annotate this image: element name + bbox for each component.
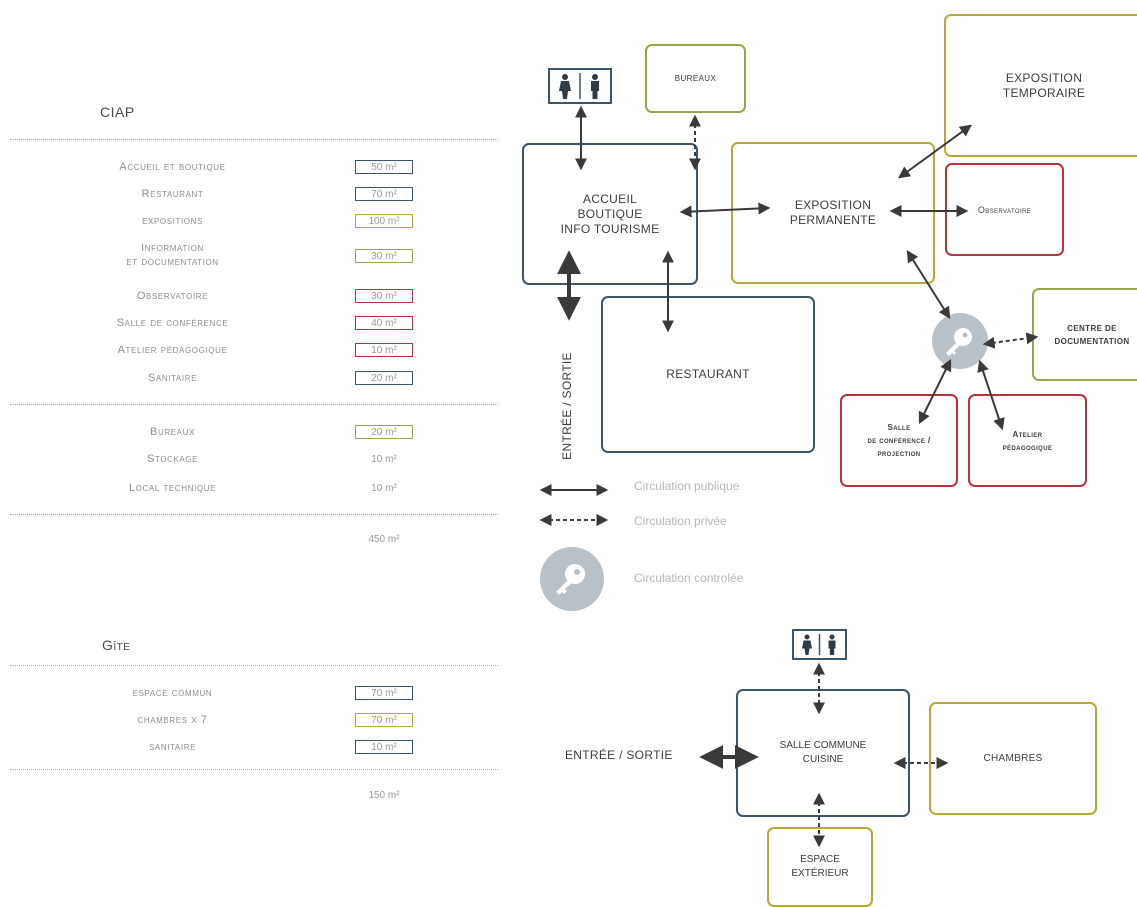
ciap-row-area: 50 m² <box>355 160 413 174</box>
gite-row-label: espace commun <box>132 687 213 699</box>
ciap-row-label: Bureaux <box>150 426 195 438</box>
ciap-row-area: 30 m² <box>355 249 413 263</box>
ciap-row-label: Observatoire <box>136 290 209 302</box>
legend-privee-label: Circulation privée <box>634 514 727 528</box>
ciap-row-area: 10 m² <box>371 454 397 465</box>
ciap-row-area: 40 m² <box>355 316 413 330</box>
arrow-accueil-expo <box>679 202 771 218</box>
ciap-row-label: expositions <box>142 215 203 227</box>
ciap-row-label: Salle de conférence <box>116 317 229 329</box>
gite-row-label: sanitaire <box>148 741 197 753</box>
arrow-key-salle <box>918 358 952 425</box>
ciap-row-label: Information et documentation <box>126 242 219 268</box>
gite-total: 150 m² <box>368 790 400 801</box>
ciap-row-area: 100 m² <box>355 214 413 228</box>
ciap-row-label: Accueil et boutique <box>119 161 226 173</box>
legend-controlee-label: Circulation controlée <box>634 571 744 585</box>
toilet-icon <box>548 68 612 104</box>
toilet-icon <box>792 629 847 660</box>
ciap-bottom-rule <box>10 514 498 515</box>
arrow-key-documentation <box>982 332 1039 349</box>
ciap-row-label: Atelier pédagogique <box>117 344 228 356</box>
ciap-row-area: 30 m² <box>355 289 413 303</box>
ciap-row-area: 70 m² <box>355 187 413 201</box>
gite-row-area: 10 m² <box>355 740 413 754</box>
gite-row-area: 70 m² <box>355 713 413 727</box>
ciap-title: CIAP <box>100 104 135 120</box>
legend-public-label: Circulation publique <box>634 479 740 493</box>
key-icon <box>540 547 604 611</box>
gite-bottom-rule <box>10 769 498 770</box>
gite-row-label: chambres x 7 <box>137 714 208 726</box>
atelier-box: Atelier pédagogique <box>968 394 1087 487</box>
ciap-row-area: 20 m² <box>355 371 413 385</box>
arrow-key-atelier <box>977 359 1005 431</box>
ciap-row-area: 10 m² <box>355 343 413 357</box>
salle-conference-box: Salle de conférence / projection <box>840 394 958 487</box>
gite-top-rule <box>10 665 498 666</box>
gite-row-area: 70 m² <box>355 686 413 700</box>
ciap-mid-rule <box>10 404 498 405</box>
ciap-total: 450 m² <box>368 534 400 545</box>
ciap-row-label: Sanitaire <box>147 372 198 384</box>
entree-sortie-label: ENTRÉE / SORTIE <box>565 748 673 762</box>
gite-title: Gîte <box>102 637 131 653</box>
restaurant-box: RESTAURANT <box>601 296 815 453</box>
ciap-row-label: Local technique <box>128 482 217 494</box>
ciap-row-label: Restaurant <box>141 188 204 200</box>
ciap-row-area: 10 m² <box>371 483 397 494</box>
arrow-expo-key <box>906 249 951 320</box>
ciap-row-area: 20 m² <box>355 425 413 439</box>
ciap-top-rule <box>10 139 498 140</box>
ciap-row-label: Stockage <box>146 453 199 465</box>
bureaux-box: BUREAUX <box>645 44 746 113</box>
exposition-temporaire-box: EXPOSITION TEMPORAIRE <box>944 14 1137 157</box>
arrow-expo-temporaire <box>898 124 972 179</box>
